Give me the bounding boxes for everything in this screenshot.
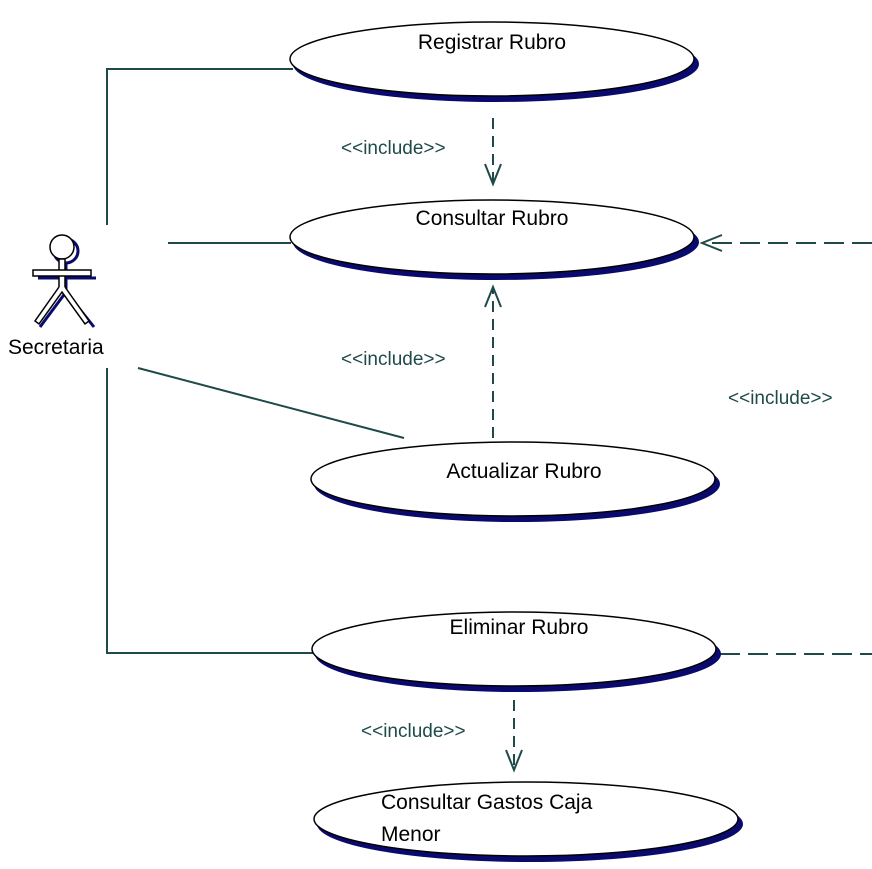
use-case-eliminar-label: Eliminar Rubro <box>450 616 589 639</box>
include-label-right: <<include>> <box>728 388 833 409</box>
include-dependencies <box>484 118 872 773</box>
use-case-consultar-gastos-label-line2: Menor <box>381 823 441 846</box>
actor-associations <box>106 68 405 654</box>
association-registrar <box>106 68 293 225</box>
use-case-consultar-gastos[interactable]: Consultar Gastos Caja Menor <box>313 781 743 862</box>
actor-label: Secretaria <box>8 336 104 359</box>
use-case-eliminar[interactable]: Eliminar Rubro <box>311 611 721 692</box>
include-label-registrar: <<include>> <box>341 138 446 159</box>
association-actualizar <box>137 367 405 439</box>
association-eliminar <box>106 368 313 654</box>
use-case-registrar-label: Registrar Rubro <box>418 31 566 54</box>
include-arrowhead-eliminar <box>505 749 523 773</box>
actor-figure <box>32 234 92 326</box>
use-case-consultar-gastos-label-line1: Consultar Gastos Caja <box>381 791 593 814</box>
include-arrowhead-registrar <box>484 163 502 187</box>
include-arrowhead-actualizar <box>484 284 502 308</box>
include-label-actualizar: <<include>> <box>341 349 446 370</box>
use-case-registrar[interactable]: Registrar Rubro <box>289 21 699 102</box>
include-label-eliminar: <<include>> <box>361 721 466 742</box>
actor-secretaria[interactable]: Secretaria <box>8 234 104 359</box>
use-case-consultar-label: Consultar Rubro <box>416 207 569 230</box>
include-arrowhead-right <box>699 234 723 252</box>
use-case-consultar[interactable]: Consultar Rubro <box>289 199 699 280</box>
use-case-actualizar-label: Actualizar Rubro <box>446 460 601 483</box>
use-case-actualizar[interactable]: Actualizar Rubro <box>310 441 720 522</box>
